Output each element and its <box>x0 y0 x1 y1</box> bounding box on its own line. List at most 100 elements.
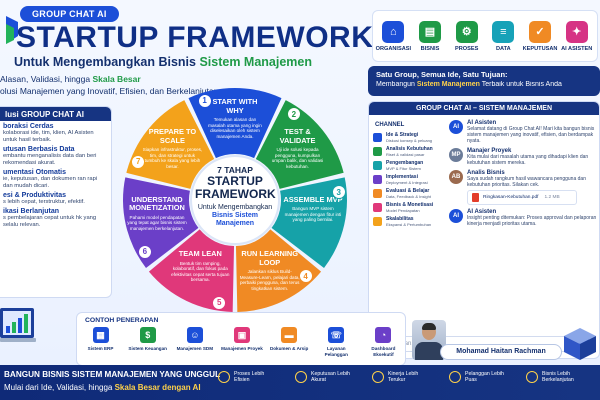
channel-sub: Ekspansi & Pertumbuhan <box>386 222 432 227</box>
channel-icon <box>373 203 382 212</box>
example-hr[interactable]: ☺Manajemen SDM <box>174 327 216 357</box>
channel-icon <box>373 147 382 156</box>
example-finance[interactable]: $ Sistem Keuangan <box>127 327 169 357</box>
benefit-icon <box>218 371 230 384</box>
wheel-center-accent: Bisnis Sistem Manajemen <box>212 212 258 227</box>
category-label: DATA <box>495 45 511 52</box>
business-icon: ▤ <box>419 20 441 43</box>
channel-name: Skalabilitas <box>386 216 414 222</box>
chat-panel-title: GROUP CHAT AI – SISTEM MANAJEMEN <box>369 102 599 115</box>
message-text: Insight penting ditemukan: Proses approv… <box>467 215 597 227</box>
wheel-step-title: START WITH WHY <box>212 97 258 115</box>
avatar: MP <box>449 148 463 162</box>
example-erp[interactable]: ▦Sistem ERP <box>80 327 122 357</box>
laptop-chart-icon <box>0 308 36 342</box>
wheel-step-title: ASSEMBLE MVP <box>283 194 343 204</box>
category-keputusan[interactable]: ✓KEPUTUSAN <box>522 20 559 52</box>
channel-name: Bisnis & Monetisasi <box>386 202 434 208</box>
benefit-line1: Proses Lebih <box>234 371 265 377</box>
organization-icon: ⌂ <box>382 20 405 43</box>
group-chat-badge: GROUP CHAT AI <box>20 6 119 22</box>
finance-icon: $ <box>139 327 156 343</box>
example-support[interactable]: ☏Layanan Pelanggan <box>315 327 357 357</box>
document-icon: ▬ <box>281 327 298 343</box>
example-dashboard[interactable]: ◔ Dashboard Eksekutif <box>362 327 404 357</box>
footer-line1: BANGUN BISNIS SISTEM MANAJEMEN YANG UNGG… <box>4 370 221 379</box>
benefit-line2: Puas <box>465 377 477 384</box>
server-cube-icon <box>564 328 596 360</box>
category-ai-asisten[interactable]: ✦AI ASISTEN <box>558 20 595 52</box>
wheel-center: 7 TAHAP STARTUP FRAMEWORK Untuk Mengemba… <box>195 165 276 245</box>
example-label: Dashboard Eksekutif <box>371 346 396 357</box>
benefit-icon <box>449 371 461 384</box>
benefit-icon <box>526 371 538 384</box>
dashboard-icon: ◔ <box>375 327 392 343</box>
example-label: Sistem Keuangan <box>128 346 167 351</box>
example-document[interactable]: ▬Dokumen & Arsip <box>268 327 310 357</box>
wheel-segment-4 <box>235 229 322 312</box>
category-bisnis[interactable]: ▤BISNIS <box>412 20 449 52</box>
channel-sub: MVP & Fitur Sistem <box>386 166 421 171</box>
category-proses[interactable]: ⚙PROSES <box>448 20 485 52</box>
category-organisasi[interactable]: ⌂ ORGANISASI <box>375 20 412 52</box>
benefit-line2: Efisien <box>234 377 250 384</box>
wheel-segment-3 <box>271 177 347 268</box>
solution-title: esi & Produktivitas <box>3 192 67 199</box>
channel-icon <box>373 161 382 170</box>
footer-line2-prefix: Mulai dari Ide, Validasi, hingga <box>4 383 113 392</box>
benefit-line2: Berkelanjutan <box>542 377 574 384</box>
solution-title: umentasi Otomatis <box>3 169 67 176</box>
channel-name: Evaluasi & Belajar <box>386 188 430 194</box>
example-project[interactable]: ▣Manajemen Proyek <box>221 327 263 357</box>
solution-desc: kolaborasi ide, tim, klien, AI Asisten u… <box>3 130 94 143</box>
wheel-step-number: 6 <box>137 244 152 259</box>
solution-desc: embantu menganalisis data dan beri rekom… <box>3 153 97 166</box>
benefit-line1: Bisnis Lebih <box>542 371 570 377</box>
avatar: AI <box>449 209 463 223</box>
benefit-line1: Keputusan Lebih <box>311 371 350 377</box>
category-label: ORGANISASI <box>375 45 412 52</box>
hr-icon: ☺ <box>186 327 203 343</box>
solution-desc: s lebih cepat, terstruktur, efektif. <box>3 199 85 205</box>
wheel-segment-5 <box>148 229 235 312</box>
avatar: AB <box>449 170 463 184</box>
category-data[interactable]: ≡DATA <box>485 20 522 52</box>
ai-assistant-icon: ✦ <box>565 20 588 43</box>
footer-line2: Mulai dari Ide, Validasi, hingga Skala B… <box>4 383 201 392</box>
example-label: Layanan Pelanggan <box>324 346 348 357</box>
subtitle-main: Untuk Mengembangkan Bisnis <box>14 55 196 69</box>
avatar: AI <box>449 120 463 134</box>
channel-sub: Model Pendapatan <box>386 208 420 213</box>
message-author: AI Asisten <box>467 209 497 215</box>
message-author: AI Asisten <box>467 120 497 126</box>
footer-banner: BANGUN BISNIS SISTEM MANAJEMEN YANG UNGG… <box>0 365 600 400</box>
message-author: Manajer Proyek <box>467 148 512 154</box>
